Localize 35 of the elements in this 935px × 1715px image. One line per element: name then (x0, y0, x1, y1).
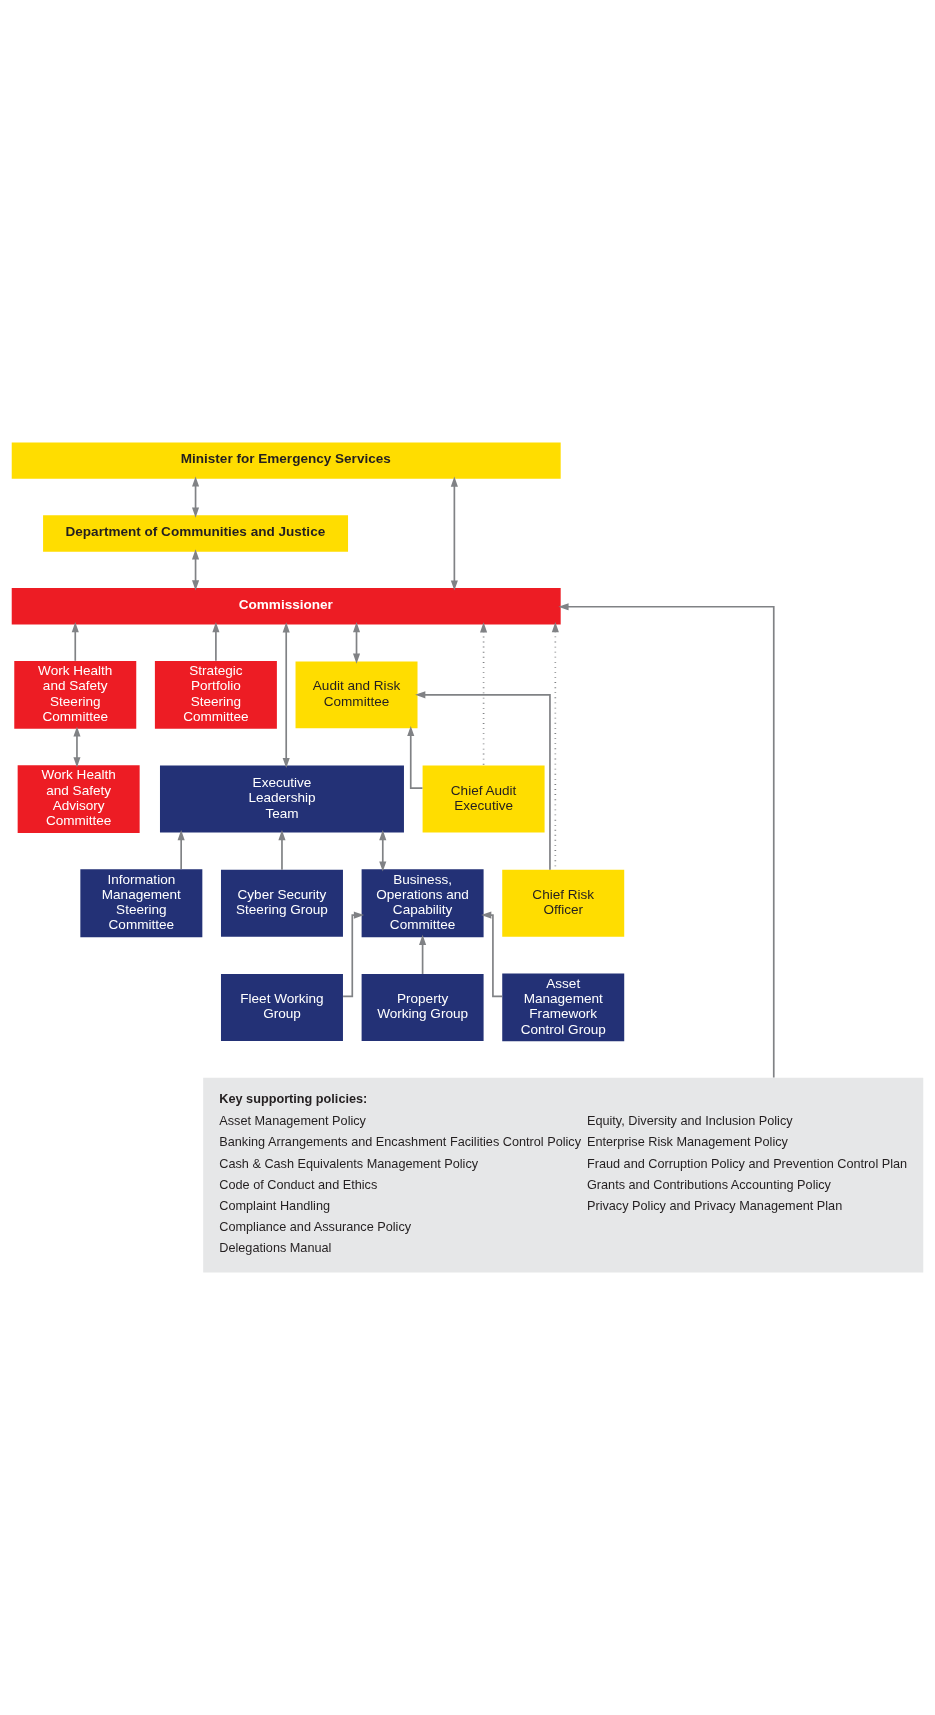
node-box: Executive Leadership Team (160, 765, 404, 833)
arrow (407, 725, 424, 789)
arrow (342, 911, 365, 998)
node-box: Strategic Portfolio Steering Committee (154, 660, 277, 729)
arrow (212, 622, 220, 662)
node-box: Cyber Security Steering Group (220, 869, 343, 937)
node-box: Property Working Group (361, 974, 484, 1041)
node-box: Business, Operations and Capability Committee (361, 869, 484, 938)
arrow (73, 726, 81, 768)
node-box: Minister for Emergency Services (11, 442, 561, 479)
arrow (558, 603, 775, 1079)
arrow (278, 830, 286, 871)
node-box: Chief Risk Officer (502, 869, 625, 937)
node-box: Commissioner (11, 588, 561, 625)
node-box: Audit and Risk Committee (295, 661, 418, 729)
arrow (192, 476, 200, 518)
node-box: Fleet Working Group (220, 974, 343, 1041)
arrow (450, 476, 458, 591)
arrow (480, 622, 488, 767)
node-box: Chief Audit Executive (422, 765, 545, 833)
arrow (419, 934, 427, 975)
arrow (282, 622, 290, 769)
node-box: Information Management Steering Committee (80, 869, 203, 938)
arrow (481, 911, 503, 998)
arrow (352, 622, 361, 664)
node-box: Asset Management Framework Control Group (502, 973, 625, 1042)
arrow (71, 622, 79, 662)
node-box: Work Health and Safety Steering Committee (14, 660, 137, 729)
arrow (192, 549, 200, 591)
arrow (379, 830, 387, 872)
node-box: Work Health and Safety Advisory Committee (17, 765, 140, 833)
node-box: Department of Communities and Justice (43, 515, 349, 552)
arrow (177, 830, 185, 870)
arrow (415, 691, 551, 871)
node-box: Key supporting policies: Asset Management Policy Equity, Diversity and Inclusion Policy Banking Arrangements and Encashment Facilities Control Policy Enterprise Risk Management Policy Cash & Cash Equivalents Management Policy Fraud and Corruption Policy and Prevention Control Plan Code of Conduct and Ethics Grants and Contributions Accounting Policy Complaint Handling Privacy Policy and Privacy Management Plan Compliance and Assurance Policy Delegations Manual (203, 1077, 924, 1273)
